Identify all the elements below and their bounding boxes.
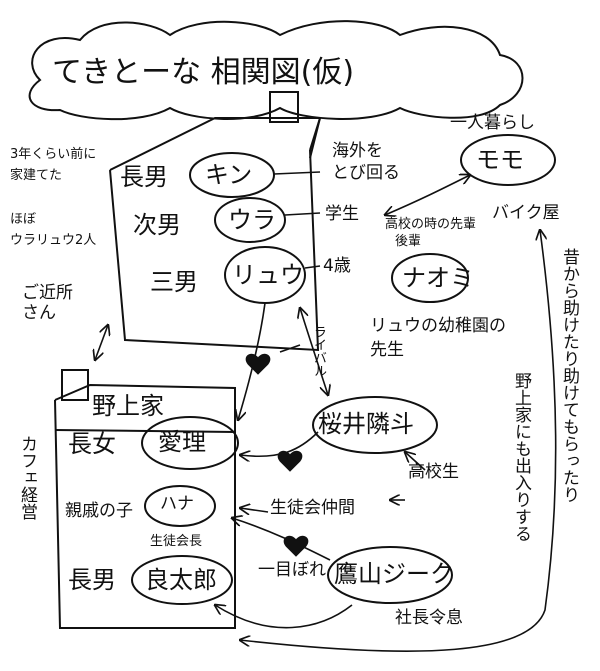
label-president: 社長令息	[395, 608, 463, 628]
node-momo: モモ	[476, 146, 524, 174]
line-council-hana	[240, 508, 269, 512]
heart-icon	[283, 535, 309, 557]
oval-momo	[460, 134, 556, 186]
label-ura-role: 学生	[325, 204, 359, 224]
label-kin-abroad: 海外を とび回る	[332, 141, 400, 184]
label-hana-status: 生徒会長	[150, 534, 203, 549]
label-momo-senpai: 高校の時の先輩	[385, 217, 477, 232]
hearts	[245, 353, 309, 557]
label-naomi-desc: リュウの幼稚園の 先生	[370, 316, 506, 360]
role-eldest-daughter: 長女	[68, 430, 116, 458]
note-neighbor: ご近所 さん	[22, 283, 73, 324]
label-rival: ライバル	[311, 325, 326, 377]
oval-hana	[144, 485, 216, 527]
node-airi: 愛理	[158, 428, 206, 456]
oval-kin	[189, 152, 275, 198]
oval-airi	[141, 416, 239, 470]
label-hitomebore: 一目ぼれ	[258, 560, 326, 580]
node-ryuu: リュウ	[232, 261, 304, 289]
note-house-built: 3年くらい前に 家建てた	[10, 147, 97, 183]
heart-icon	[245, 353, 271, 375]
node-hana: ハナ	[160, 494, 194, 514]
arrow-top-house-bottom-house	[95, 325, 108, 360]
label-momo-kouhai: 後輩	[395, 234, 422, 249]
label-helping: 昔から助けたり助けてもらったり	[559, 248, 579, 503]
house-nogami-name: 野上家	[92, 392, 164, 420]
note-almost-two: ほぼ ウラリュウ2人	[10, 212, 97, 248]
role-third-son: 三男	[150, 268, 198, 296]
role-relative: 親戚の子	[65, 501, 133, 521]
label-frequent: 野上家にも出入りする	[511, 372, 531, 542]
arrow-momo-ura	[385, 175, 470, 215]
line-takayama-hana	[232, 518, 331, 561]
label-highschool: 高校生	[408, 462, 459, 482]
node-naomi: ナオミ	[402, 264, 474, 292]
role-second-son: 次男	[133, 211, 181, 239]
label-momo-life: 一人暮らし	[450, 113, 535, 133]
label-momo-job: バイク屋	[492, 203, 560, 223]
diagram-title: てきとーな 相関図(仮)	[52, 55, 355, 90]
label-cafe: カフェ経営	[17, 435, 37, 520]
role-eldest-son: 長男	[120, 163, 168, 191]
heart-icon	[277, 450, 303, 472]
node-ryoutarou: 良太郎	[145, 566, 217, 594]
title-cloud	[28, 20, 524, 121]
line-momo-ryoutarou	[240, 230, 557, 652]
role-eldest-son-nogami: 長男	[68, 566, 116, 594]
bottom-house	[54, 369, 236, 629]
label-ryuu-age: 4歳	[323, 256, 351, 276]
node-sakurai: 桜井隣斗	[318, 410, 414, 438]
oval-ryoutarou	[131, 555, 233, 605]
node-takayama: 鷹山ジーク	[334, 560, 454, 588]
node-kin: キン	[205, 161, 253, 189]
label-council: 生徒会仲間	[270, 498, 355, 518]
node-ura: ウラ	[228, 206, 276, 234]
